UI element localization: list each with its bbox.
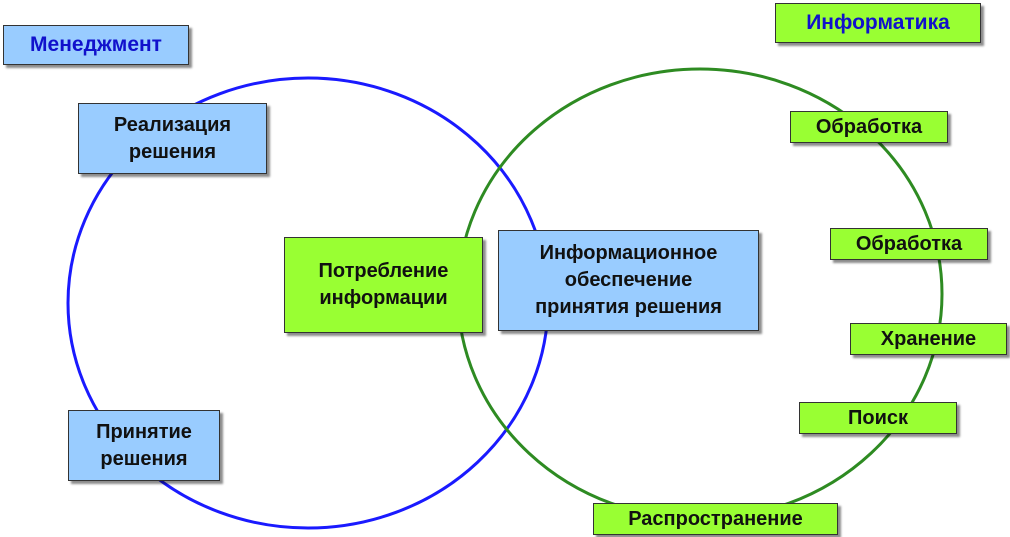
consumption-box: Потребление информации [284, 237, 483, 333]
decision-box: Принятие решения [68, 410, 220, 481]
processing-box-2: Обработка [830, 228, 988, 260]
storage-box: Хранение [850, 323, 1007, 355]
processing-box-1: Обработка [790, 111, 948, 143]
decision-support-box: Информационное обеспечение принятия реше… [498, 230, 759, 331]
implementation-box: Реализация решения [78, 103, 267, 174]
search-box: Поиск [799, 402, 957, 434]
distribution-box: Распространение [593, 503, 838, 535]
informatics-title: Информатика [775, 3, 981, 43]
management-title: Менеджмент [3, 25, 189, 65]
